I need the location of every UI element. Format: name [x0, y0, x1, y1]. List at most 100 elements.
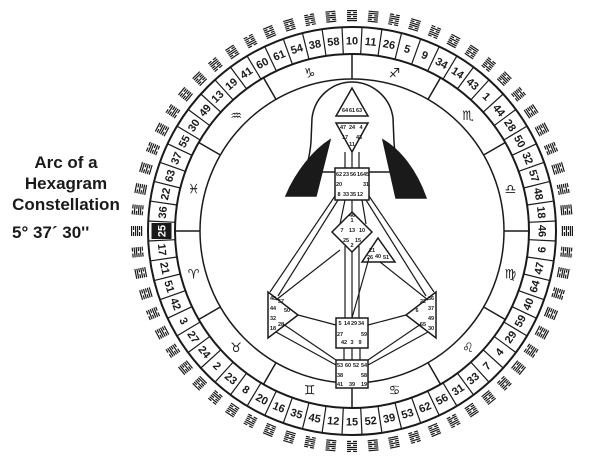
hexagram-line: [187, 366, 192, 370]
hexagram-glyph: [481, 56, 497, 72]
hexagram-line: [485, 68, 490, 72]
g-gate-label: 1: [350, 218, 353, 224]
hexagram-glyph: [145, 141, 161, 156]
hexagram-line: [285, 27, 290, 30]
zodiac-divider: [198, 141, 221, 156]
hexagram-line: [485, 60, 494, 68]
hexagram-glyph: [511, 360, 527, 376]
hexagram-line: [453, 417, 458, 421]
hexagram-line: [177, 366, 186, 376]
hexagram-line: [394, 20, 399, 23]
hexagram-line: [151, 149, 155, 154]
hexagram-line: [215, 398, 219, 402]
hexagram-line: [136, 204, 138, 209]
arc-angle-label: 5° 37´ 30'': [12, 223, 90, 242]
hexagram-line: [199, 375, 208, 384]
outer-ring: [147, 26, 557, 436]
hexagram-line: [210, 394, 215, 399]
hexagram-line: [168, 104, 173, 109]
hexagram-line: [234, 407, 239, 411]
hexagram-line: [528, 106, 536, 116]
hexagram-line: [525, 344, 532, 354]
hexagram-glyph: [303, 435, 316, 449]
hexagram-line: [526, 107, 531, 112]
heart-gate-label: 51: [383, 255, 389, 261]
hexagram-line: [547, 313, 551, 318]
hexagram-line: [177, 348, 181, 353]
hexagram-line: [141, 184, 144, 189]
root-gate-label: 39: [349, 382, 355, 388]
hexagram-line: [353, 12, 357, 14]
hexagram-line: [305, 437, 316, 441]
hexagram-line: [134, 182, 138, 194]
hexagram-line: [570, 247, 573, 252]
hexagram-line: [160, 125, 166, 135]
hexagram-line: [290, 435, 295, 439]
hexagram-line: [553, 287, 556, 292]
hexagram-line: [229, 404, 234, 408]
hexagram-line: [250, 37, 255, 41]
hexagram-line: [305, 435, 311, 438]
hexagram-line: [347, 12, 351, 14]
gate-divider: [214, 361, 234, 383]
hexagram-line: [192, 71, 201, 80]
gate-divider: [470, 361, 490, 383]
taurus-icon: ♉: [230, 341, 242, 356]
capricorn-icon: ♑: [304, 67, 316, 82]
hexagram-line: [551, 292, 554, 298]
throat-gate-label: 16: [357, 172, 363, 178]
hexagram-line: [147, 142, 153, 153]
hexagram-glyph: [511, 86, 527, 102]
hexagram-line: [409, 23, 420, 28]
hexagram-line: [209, 58, 218, 66]
hexagram-line: [560, 168, 564, 173]
hexagram-line: [251, 420, 256, 423]
hexagram-line: [331, 12, 336, 15]
hexagram-glyph: [427, 422, 442, 438]
g-gate-label: 15: [355, 238, 361, 244]
hexagram-line: [140, 190, 143, 195]
hexagram-line: [325, 443, 337, 446]
gate-divider: [167, 306, 193, 319]
zodiac-signs: ♑♐♏♎♍♌♋♊♉♈♓♒: [175, 54, 529, 408]
root-gate-label: 54: [361, 363, 368, 369]
spleen-gate-label: 50: [284, 308, 290, 314]
hexagram-line: [389, 441, 400, 445]
hexagram-line: [207, 397, 212, 402]
right-shoulder-shadow: [381, 138, 428, 199]
hexagram-line: [142, 267, 145, 272]
hexagram-glyph: [134, 182, 148, 195]
hexagram-line: [512, 366, 517, 370]
hexagram-line: [229, 54, 234, 58]
hexagram-line: [140, 267, 144, 278]
gate-divider: [229, 372, 248, 396]
hexagram-line: [430, 432, 435, 436]
hexagram-glyph: [207, 56, 223, 72]
hexagram-line: [284, 436, 295, 441]
spleen-gate-label: 44: [270, 306, 277, 312]
gate-number: 33: [465, 371, 482, 388]
hexagram-line: [428, 427, 433, 430]
gate-divider: [246, 382, 262, 407]
hexagram-line: [408, 432, 419, 437]
hexagram-line: [144, 184, 148, 195]
hexagram-line: [325, 447, 330, 449]
g-gate-label: 10: [359, 228, 365, 234]
hexagram-line: [530, 105, 534, 110]
hexagram-line: [530, 347, 537, 357]
scorpio-icon: ♏: [462, 109, 474, 124]
hexagram-glyph: [139, 162, 153, 175]
hexagram-line: [283, 437, 288, 441]
hexagram-line: [530, 112, 534, 117]
hexagram-line: [139, 205, 142, 216]
hexagram-glyph: [551, 162, 565, 175]
hexagram-line: [492, 60, 497, 65]
hexagram-glyph: [427, 24, 442, 40]
hexagram-line: [514, 362, 522, 372]
hexagram-line: [173, 343, 178, 348]
gemini-icon: ♊: [304, 383, 316, 398]
hexagram-line: [530, 345, 534, 350]
hexagram-line: [265, 32, 270, 36]
hexagram-line: [161, 326, 165, 331]
